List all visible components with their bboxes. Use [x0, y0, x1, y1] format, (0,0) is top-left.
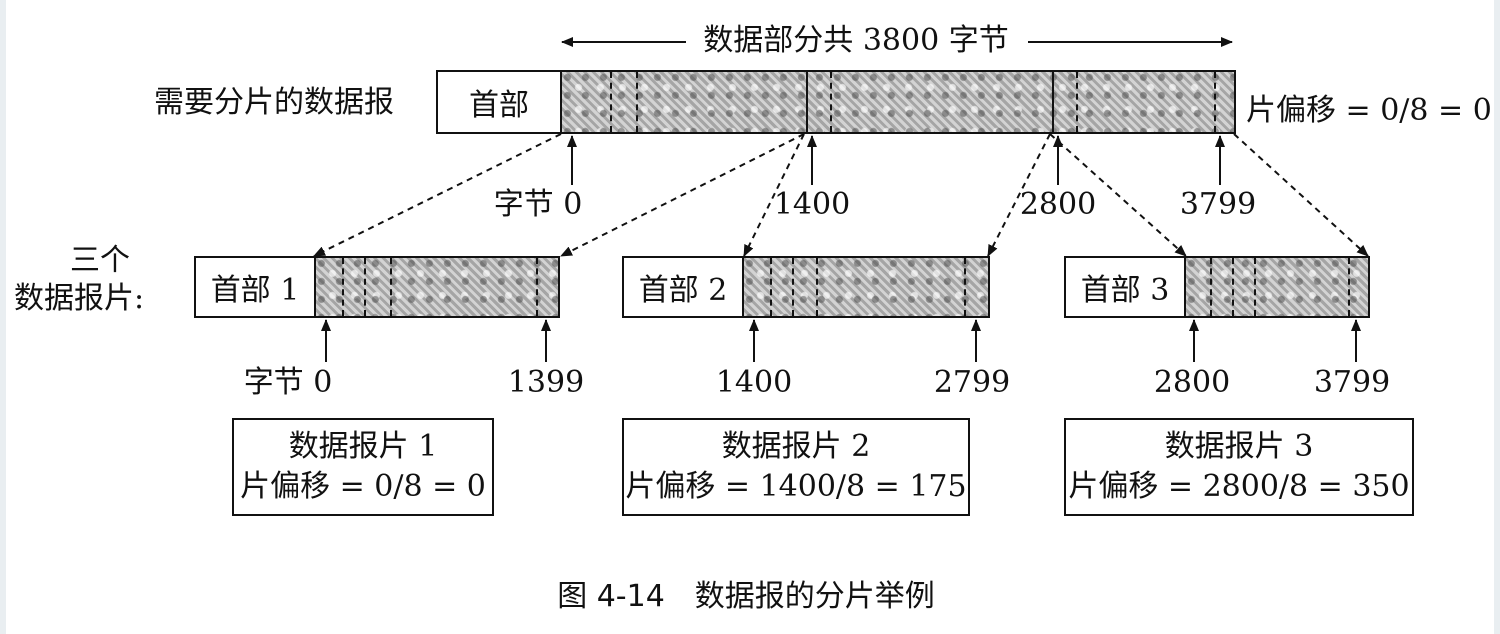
map-arrow-f1-start — [313, 133, 562, 257]
map-arrow-f2-end — [987, 133, 1051, 257]
map-arrow-f1-end — [560, 133, 805, 257]
fragment-2-info-title: 数据报片 2 — [721, 429, 871, 464]
map-arrow-f3-start — [1049, 133, 1187, 257]
fragment-3-end-label: 3799 — [1313, 365, 1391, 400]
fragment-1-info-offset: 片偏移 = 0/8 = 0 — [240, 469, 486, 504]
fragment-1: 首部 1 — [194, 256, 560, 318]
fragment-3: 首部 3 — [1064, 256, 1370, 318]
fragment-2-start-label: 1400 — [715, 365, 793, 400]
fragment-2-header: 首部 2 — [624, 258, 744, 316]
original-payload — [562, 72, 1234, 132]
fragment-1-end-label: 1399 — [507, 365, 585, 400]
tick-label-3799: 3799 — [1179, 187, 1257, 222]
data-span-label: 数据部分共 3800 字节 — [703, 23, 1009, 58]
fragment-2-info-offset: 片偏移 = 1400/8 = 175 — [625, 469, 967, 504]
fragment-2-info: 数据报片 2 片偏移 = 1400/8 = 175 — [622, 418, 970, 516]
fragments-label-line2: 数据报片: — [14, 281, 145, 316]
fragment-1-start-label: 字节 0 — [243, 365, 333, 400]
fragment-2-payload — [744, 258, 988, 316]
fragment-3-info: 数据报片 3 片偏移 = 2800/8 = 350 — [1064, 418, 1414, 516]
fragment-1-payload — [316, 258, 558, 316]
original-datagram: 首部 — [436, 70, 1236, 134]
fragment-3-info-title: 数据报片 3 — [1164, 429, 1314, 464]
figure-caption: 图 4-14 数据报的分片举例 — [557, 579, 935, 614]
fragment-2: 首部 2 — [622, 256, 990, 318]
fragment-1-header: 首部 1 — [196, 258, 316, 316]
original-datagram-label: 需要分片的数据报 — [154, 85, 394, 120]
fragment-3-header: 首部 3 — [1066, 258, 1186, 316]
fragment-3-start-label: 2800 — [1153, 365, 1231, 400]
original-header: 首部 — [438, 72, 562, 132]
fragment-1-info-title: 数据报片 1 — [288, 429, 438, 464]
fragment-3-payload — [1186, 258, 1368, 316]
tick-label-2800: 2800 — [1019, 187, 1097, 222]
map-arrow-f3-end — [1233, 133, 1369, 257]
fragment-3-info-offset: 片偏移 = 2800/8 = 350 — [1068, 469, 1410, 504]
map-arrow-f2-start — [743, 133, 805, 257]
fragment-2-end-label: 2799 — [933, 365, 1011, 400]
fragments-label-line1: 三个 — [70, 243, 130, 278]
tick-label-0: 字节 0 — [493, 187, 583, 222]
fragment-1-info: 数据报片 1 片偏移 = 0/8 = 0 — [232, 418, 494, 516]
original-offset-note: 片偏移 = 0/8 = 0 — [1246, 93, 1492, 128]
tick-label-1400: 1400 — [773, 187, 851, 222]
arrows-layer — [313, 37, 1369, 362]
